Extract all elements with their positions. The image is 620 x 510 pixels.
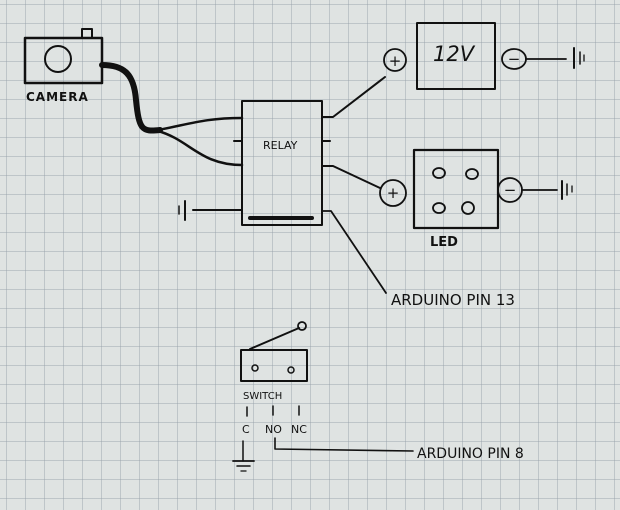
switch-pin-c-label: C <box>242 423 250 436</box>
power-minus-label: − <box>508 50 521 68</box>
switch-lever <box>249 327 300 350</box>
camera-wire-2 <box>156 129 244 167</box>
camera: CAMERA <box>23 28 104 104</box>
ground-icon <box>573 47 585 69</box>
arduino-pin-13-label: ARDUINO PIN 13 <box>391 291 515 309</box>
switch-pin-no-label: NO <box>265 423 282 436</box>
switch-screw-hole <box>251 364 259 372</box>
relay: RELAY <box>233 100 331 226</box>
switch-screw-hole <box>287 366 295 374</box>
ground-icon <box>178 200 186 221</box>
relay-to-led-wire <box>321 165 381 189</box>
ground-icon <box>232 460 255 472</box>
relay-to-arduino-wire <box>321 210 387 294</box>
relay-label: RELAY <box>263 139 298 152</box>
led-plus-label: + <box>387 184 400 202</box>
power-plus-terminal <box>383 48 407 72</box>
camera-shutter-button <box>81 28 93 39</box>
power-supply-12v: 12V + − <box>383 22 585 90</box>
led-minus-label: − <box>504 181 517 199</box>
switch-pin-nc-label: NC <box>291 423 307 436</box>
camera-body <box>23 36 104 85</box>
ground-icon <box>561 180 573 200</box>
led-bulb-icon <box>461 201 475 215</box>
led-plus-terminal <box>379 179 407 207</box>
switch-to-arduino-wire <box>274 437 414 452</box>
led-bulb-icon <box>465 168 479 180</box>
arduino-pin-8-label: ARDUINO PIN 8 <box>417 446 524 462</box>
camera-lens-icon <box>44 45 72 73</box>
micro-switch: SWITCH C NO NC <box>232 321 414 472</box>
switch-roller <box>297 321 307 331</box>
power-supply-label: 12V <box>433 42 476 66</box>
camera-wire-1 <box>156 116 244 132</box>
camera-cable <box>99 62 163 134</box>
led-label: LED <box>430 235 458 250</box>
switch-label: SWITCH <box>243 391 282 402</box>
led-body <box>412 148 500 230</box>
relay-to-12v-wire <box>321 76 386 118</box>
led-panel: LED + − <box>379 148 573 250</box>
power-plus-label: + <box>389 52 402 70</box>
led-bulb-icon <box>432 167 446 179</box>
camera-label: CAMERA <box>26 90 89 104</box>
power-supply-body <box>416 22 496 90</box>
relay-body <box>241 100 323 226</box>
led-bulb-icon <box>432 202 446 214</box>
switch-body <box>240 349 308 382</box>
